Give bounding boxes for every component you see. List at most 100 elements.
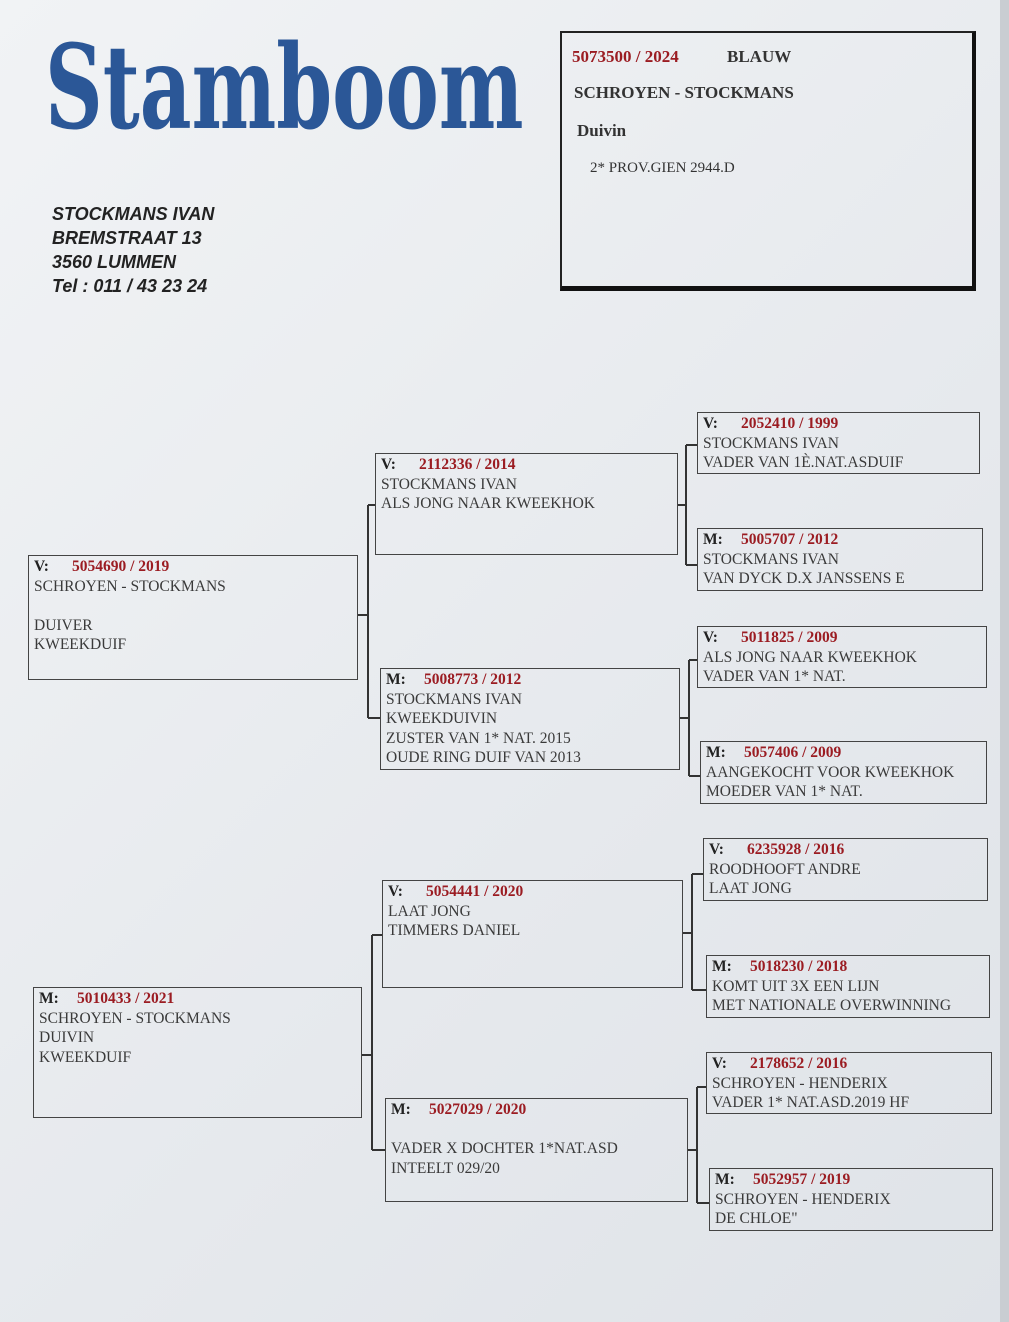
box-header: V: 5054690 / 2019	[34, 557, 352, 577]
box-line: VADER VAN 1* NAT.	[703, 668, 846, 685]
box-line: INTEELT 029/20	[391, 1159, 500, 1177]
box-line: KWEEKDUIF	[34, 636, 127, 653]
owner-address: STOCKMANS IVAN BREMSTRAAT 13 3560 LUMMEN…	[52, 202, 214, 298]
ring-number: 5052957 / 2019	[753, 1171, 851, 1188]
ring-number: 5054690 / 2019	[72, 558, 170, 575]
box-line: STOCKMANS IVAN	[381, 475, 517, 493]
box-line: KWEEKDUIF	[39, 1048, 132, 1066]
box-line: VADER VAN 1È.NAT.ASDUIF	[703, 454, 904, 471]
owner-street: BREMSTRAAT 13	[52, 228, 202, 248]
box-header: V: 2052410 / 1999	[703, 414, 974, 434]
connector-m	[362, 934, 385, 1151]
box-line: ALS JONG NAAR KWEEKHOK	[703, 648, 917, 666]
ring-number: 5018230 / 2018	[750, 958, 848, 975]
box-line: DUIVER	[34, 616, 93, 634]
logo-stamboom: Stamboom	[45, 19, 524, 156]
subject-box: 5073500 / 2024 BLAUW SCHROYEN - STOCKMAN…	[560, 31, 976, 291]
box-line: STOCKMANS IVAN	[703, 434, 839, 452]
box-header: V: 2178652 / 2016	[712, 1054, 986, 1074]
parent-label: V:	[712, 1055, 727, 1072]
parent-label: V:	[709, 841, 724, 858]
ring-number: 5008773 / 2012	[424, 671, 522, 688]
box-line: OUDE RING DUIF VAN 2013	[386, 749, 581, 766]
connector-v	[358, 504, 380, 719]
subject-name: SCHROYEN - STOCKMANS	[574, 83, 794, 102]
box-line: MOEDER VAN 1* NAT.	[706, 783, 863, 800]
box-line: TIMMERS DANIEL	[388, 922, 521, 939]
parent-label: V:	[34, 558, 49, 575]
box-header: V: 6235928 / 2016	[709, 840, 982, 860]
parent-label: M:	[712, 958, 732, 975]
box-line: SCHROYEN - STOCKMANS	[39, 1009, 231, 1027]
parent-label: M:	[391, 1101, 411, 1118]
box-line: ROODHOOFT ANDRE	[709, 860, 861, 878]
box-header: M: 5010433 / 2021	[39, 989, 356, 1009]
connector-mm	[688, 1086, 709, 1204]
ring-number: 5010433 / 2021	[77, 990, 175, 1007]
parent-label: V:	[388, 883, 403, 900]
connector-vm	[680, 659, 700, 777]
box-line: VADER X DOCHTER 1*NAT.ASD	[391, 1140, 618, 1157]
owner-city: 3560 LUMMEN	[52, 252, 177, 272]
subject-ring: 5073500 / 2024	[572, 47, 679, 66]
parent-label: V:	[381, 456, 396, 473]
box-line: ZUSTER VAN 1* NAT. 2015	[386, 729, 571, 747]
box-header: V: 2112336 / 2014	[381, 455, 672, 475]
box-header: M: 5008773 / 2012	[386, 670, 674, 690]
box-line: LAAT JONG	[388, 902, 471, 920]
subject-result: 2* PROV.GIEN 2944.D	[590, 160, 735, 176]
box-line: ALS JONG NAAR KWEEKHOK	[381, 495, 595, 512]
box-header: M: 5018230 / 2018	[712, 957, 984, 977]
subject-color: BLAUW	[727, 47, 792, 66]
box-line: VADER 1* NAT.ASD.2019 HF	[712, 1094, 910, 1111]
parent-label: M:	[706, 744, 726, 761]
ring-number: 5027029 / 2020	[429, 1101, 527, 1118]
ring-number: 2052410 / 1999	[741, 415, 839, 432]
connector-mv	[683, 873, 706, 991]
box-header: M: 5057406 / 2009	[706, 743, 981, 763]
box-line: KWEEKDUIVIN	[386, 710, 498, 727]
parent-label: M:	[715, 1171, 735, 1188]
box-line: AANGEKOCHT VOOR KWEEKHOK	[706, 763, 955, 781]
box-line: STOCKMANS IVAN	[703, 550, 839, 568]
ring-number: 2112336 / 2014	[419, 456, 516, 473]
box-header: M: 5027029 / 2020	[391, 1100, 682, 1120]
box-line: SCHROYEN - STOCKMANS	[34, 577, 226, 595]
owner-phone: Tel : 011 / 43 23 24	[52, 276, 208, 296]
ring-number: 5011825 / 2009	[741, 629, 838, 646]
parent-label: M:	[39, 990, 59, 1007]
box-header: M: 5052957 / 2019	[715, 1170, 987, 1190]
box-line: MET NATIONALE OVERWINNING	[712, 997, 952, 1014]
box-line: SCHROYEN - HENDERIX	[715, 1190, 891, 1208]
ring-number: 2178652 / 2016	[750, 1055, 848, 1072]
box-line: STOCKMANS IVAN	[386, 690, 522, 708]
ring-number: 5005707 / 2012	[741, 531, 839, 548]
connector-vv	[678, 444, 697, 566]
box-header: M:5005707 / 2012	[703, 530, 977, 550]
parent-label: V:	[703, 629, 718, 646]
parent-label: M:	[386, 671, 406, 688]
box-line: KOMT UIT 3X EEN LIJN	[712, 977, 880, 995]
box-line: DE CHLOE"	[715, 1210, 798, 1227]
parent-label: V:	[703, 415, 718, 432]
subject-sex: Duivin	[577, 121, 627, 140]
ring-number: 5057406 / 2009	[744, 744, 842, 761]
box-line: VAN DYCK D.X JANSSENS E	[703, 570, 905, 587]
owner-name: STOCKMANS IVAN	[52, 204, 215, 224]
box-line: SCHROYEN - HENDERIX	[712, 1074, 888, 1092]
paper-edge	[1000, 0, 1009, 1322]
ring-number: 6235928 / 2016	[747, 841, 845, 858]
box-header: V: 5011825 / 2009	[703, 628, 981, 648]
